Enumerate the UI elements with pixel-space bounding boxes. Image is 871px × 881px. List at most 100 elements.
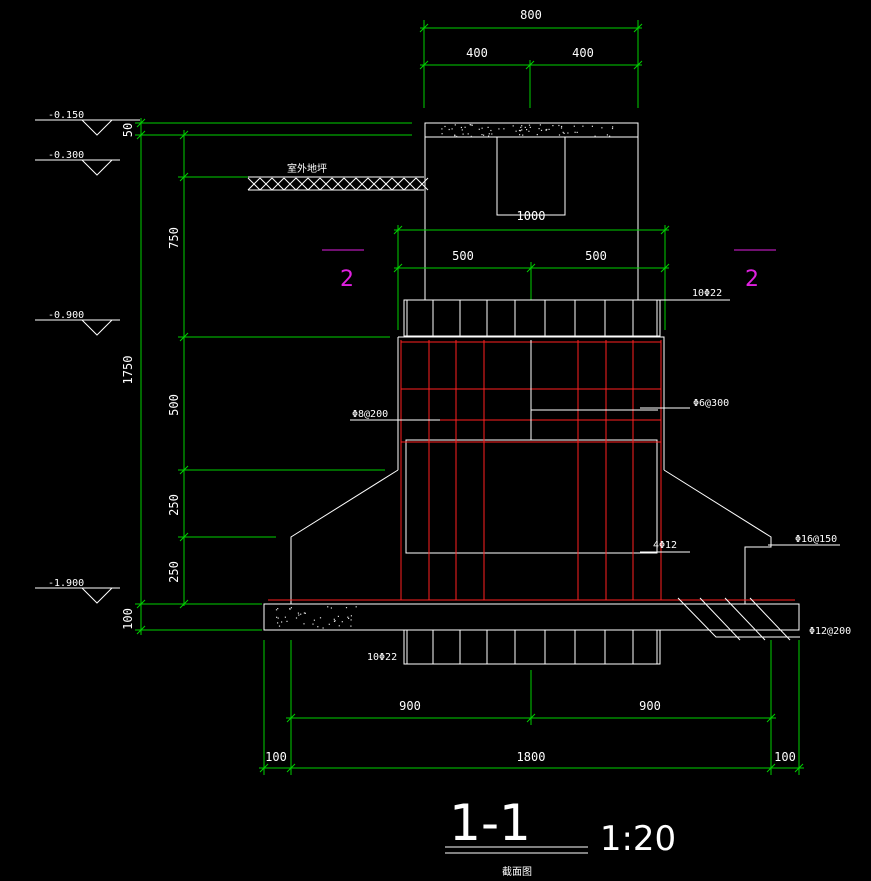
label-base-bars: Φ12@200 bbox=[809, 626, 851, 637]
elevation-markers bbox=[35, 119, 140, 604]
speckle-dot bbox=[276, 616, 278, 618]
dim-left-750: 750 bbox=[167, 227, 181, 249]
label-bottom-bars: 10Φ22 bbox=[367, 652, 397, 663]
dim-left-total: 1750 bbox=[121, 356, 135, 385]
speckle-dot bbox=[552, 125, 554, 127]
speckle-dot bbox=[350, 615, 352, 617]
speckle-dot bbox=[277, 608, 279, 610]
speckle-dot bbox=[538, 128, 540, 130]
speckle-dot bbox=[574, 131, 576, 133]
speckle-dot bbox=[337, 615, 339, 617]
speckle-dot bbox=[467, 133, 469, 135]
speckle-dot bbox=[488, 133, 490, 135]
speckle-dot bbox=[350, 619, 352, 621]
speckle-dot bbox=[503, 128, 505, 130]
section-mark-right: 2 bbox=[745, 267, 759, 292]
hatch-line bbox=[307, 177, 321, 191]
speckle-dot bbox=[303, 623, 305, 625]
speckle-dot bbox=[441, 133, 443, 135]
speckle-dot bbox=[515, 130, 517, 132]
speckle-dot bbox=[470, 124, 472, 126]
label-stirrup-right: Φ6@300 bbox=[693, 398, 729, 409]
speckle-dot bbox=[563, 132, 565, 134]
rebar-cage bbox=[268, 340, 795, 601]
speckle-dot bbox=[348, 617, 350, 619]
speckle-dot bbox=[524, 126, 526, 128]
dim-mid-total: 1000 bbox=[517, 209, 546, 223]
speckle-dot bbox=[313, 619, 315, 621]
speckle-dot bbox=[454, 135, 456, 137]
speckle-dot bbox=[560, 127, 563, 129]
hatch-line bbox=[331, 177, 345, 191]
speckle-dot bbox=[567, 132, 569, 134]
label-top-bars: 10Φ22 bbox=[692, 288, 722, 299]
dim-left-50: 50 bbox=[121, 123, 135, 137]
speckle-dot bbox=[519, 130, 521, 132]
speckle-dot bbox=[481, 127, 483, 129]
elevation-1: -0.300 bbox=[48, 150, 84, 161]
speckle-dot bbox=[545, 129, 547, 131]
hatch-line bbox=[355, 177, 369, 191]
speckle-dot bbox=[536, 134, 538, 136]
dim-bottom-edge-right: 100 bbox=[774, 750, 796, 764]
speckle-dot bbox=[606, 134, 608, 136]
speckle-dot bbox=[612, 126, 614, 128]
speckle-dot bbox=[456, 135, 458, 138]
speckle-dot bbox=[498, 128, 500, 130]
speckle-dot bbox=[300, 613, 302, 615]
speckle-dot bbox=[281, 621, 283, 623]
speckle-dot bbox=[601, 127, 603, 129]
hatch-line bbox=[283, 177, 297, 191]
speckle-dot bbox=[491, 133, 493, 135]
speckle-dot bbox=[548, 128, 550, 130]
speckle-dot bbox=[275, 609, 278, 611]
speckle-dot bbox=[333, 620, 336, 622]
speckle-dot bbox=[611, 127, 614, 130]
speckle-dot bbox=[290, 607, 292, 609]
speckle-dot bbox=[338, 625, 340, 627]
ground-hatch bbox=[247, 176, 429, 191]
dim-top-half-right: 400 bbox=[572, 46, 594, 60]
hatch-line bbox=[391, 177, 405, 191]
speckle-dot bbox=[469, 124, 471, 126]
speckle-dot bbox=[334, 620, 336, 622]
hatch-line bbox=[367, 177, 381, 191]
drawing-scale: 1:20 bbox=[600, 819, 676, 859]
hatch-line bbox=[319, 177, 333, 191]
left-dimension-chain bbox=[135, 118, 420, 635]
speckle-dot bbox=[333, 618, 335, 620]
rebar-leaders bbox=[350, 407, 840, 641]
speckle-dot bbox=[546, 128, 548, 131]
hatch-line bbox=[343, 177, 357, 191]
speckle-dot bbox=[312, 623, 314, 625]
hatch-line bbox=[271, 177, 285, 191]
speckle-dot bbox=[317, 626, 319, 628]
speckle-dot bbox=[481, 134, 483, 136]
top-bar-stubs bbox=[403, 299, 730, 337]
dim-bottom-half-right: 900 bbox=[639, 699, 661, 713]
speckle-dot bbox=[520, 126, 522, 128]
ground-label: 室外地坪 bbox=[287, 162, 327, 175]
speckle-dot bbox=[573, 125, 575, 127]
drawing-subtitle: 截面图 bbox=[502, 865, 532, 878]
dim-bottom-edge-left: 100 bbox=[265, 750, 287, 764]
speckle-dot bbox=[483, 134, 485, 136]
speckle-dot bbox=[451, 128, 453, 130]
dim-mid-half-right: 500 bbox=[585, 249, 607, 263]
elevation-3: -1.900 bbox=[48, 578, 84, 589]
speckle-dot bbox=[582, 125, 584, 127]
speckle-dot bbox=[471, 124, 473, 126]
speckle-dot bbox=[521, 125, 523, 127]
speckle-dot bbox=[355, 606, 357, 608]
speckle-dot bbox=[286, 620, 288, 622]
concrete-speckle-base bbox=[275, 606, 357, 629]
drawing-title: 1-1 bbox=[449, 794, 531, 852]
speckle-dot bbox=[561, 125, 563, 128]
speckle-dot bbox=[490, 129, 492, 132]
speckle-dot bbox=[529, 126, 531, 128]
elevation-2: -0.900 bbox=[48, 310, 84, 321]
speckle-dot bbox=[609, 135, 611, 137]
elevation-0: -0.150 bbox=[48, 110, 84, 121]
hatch-line bbox=[379, 177, 393, 191]
speckle-dot bbox=[518, 129, 521, 132]
